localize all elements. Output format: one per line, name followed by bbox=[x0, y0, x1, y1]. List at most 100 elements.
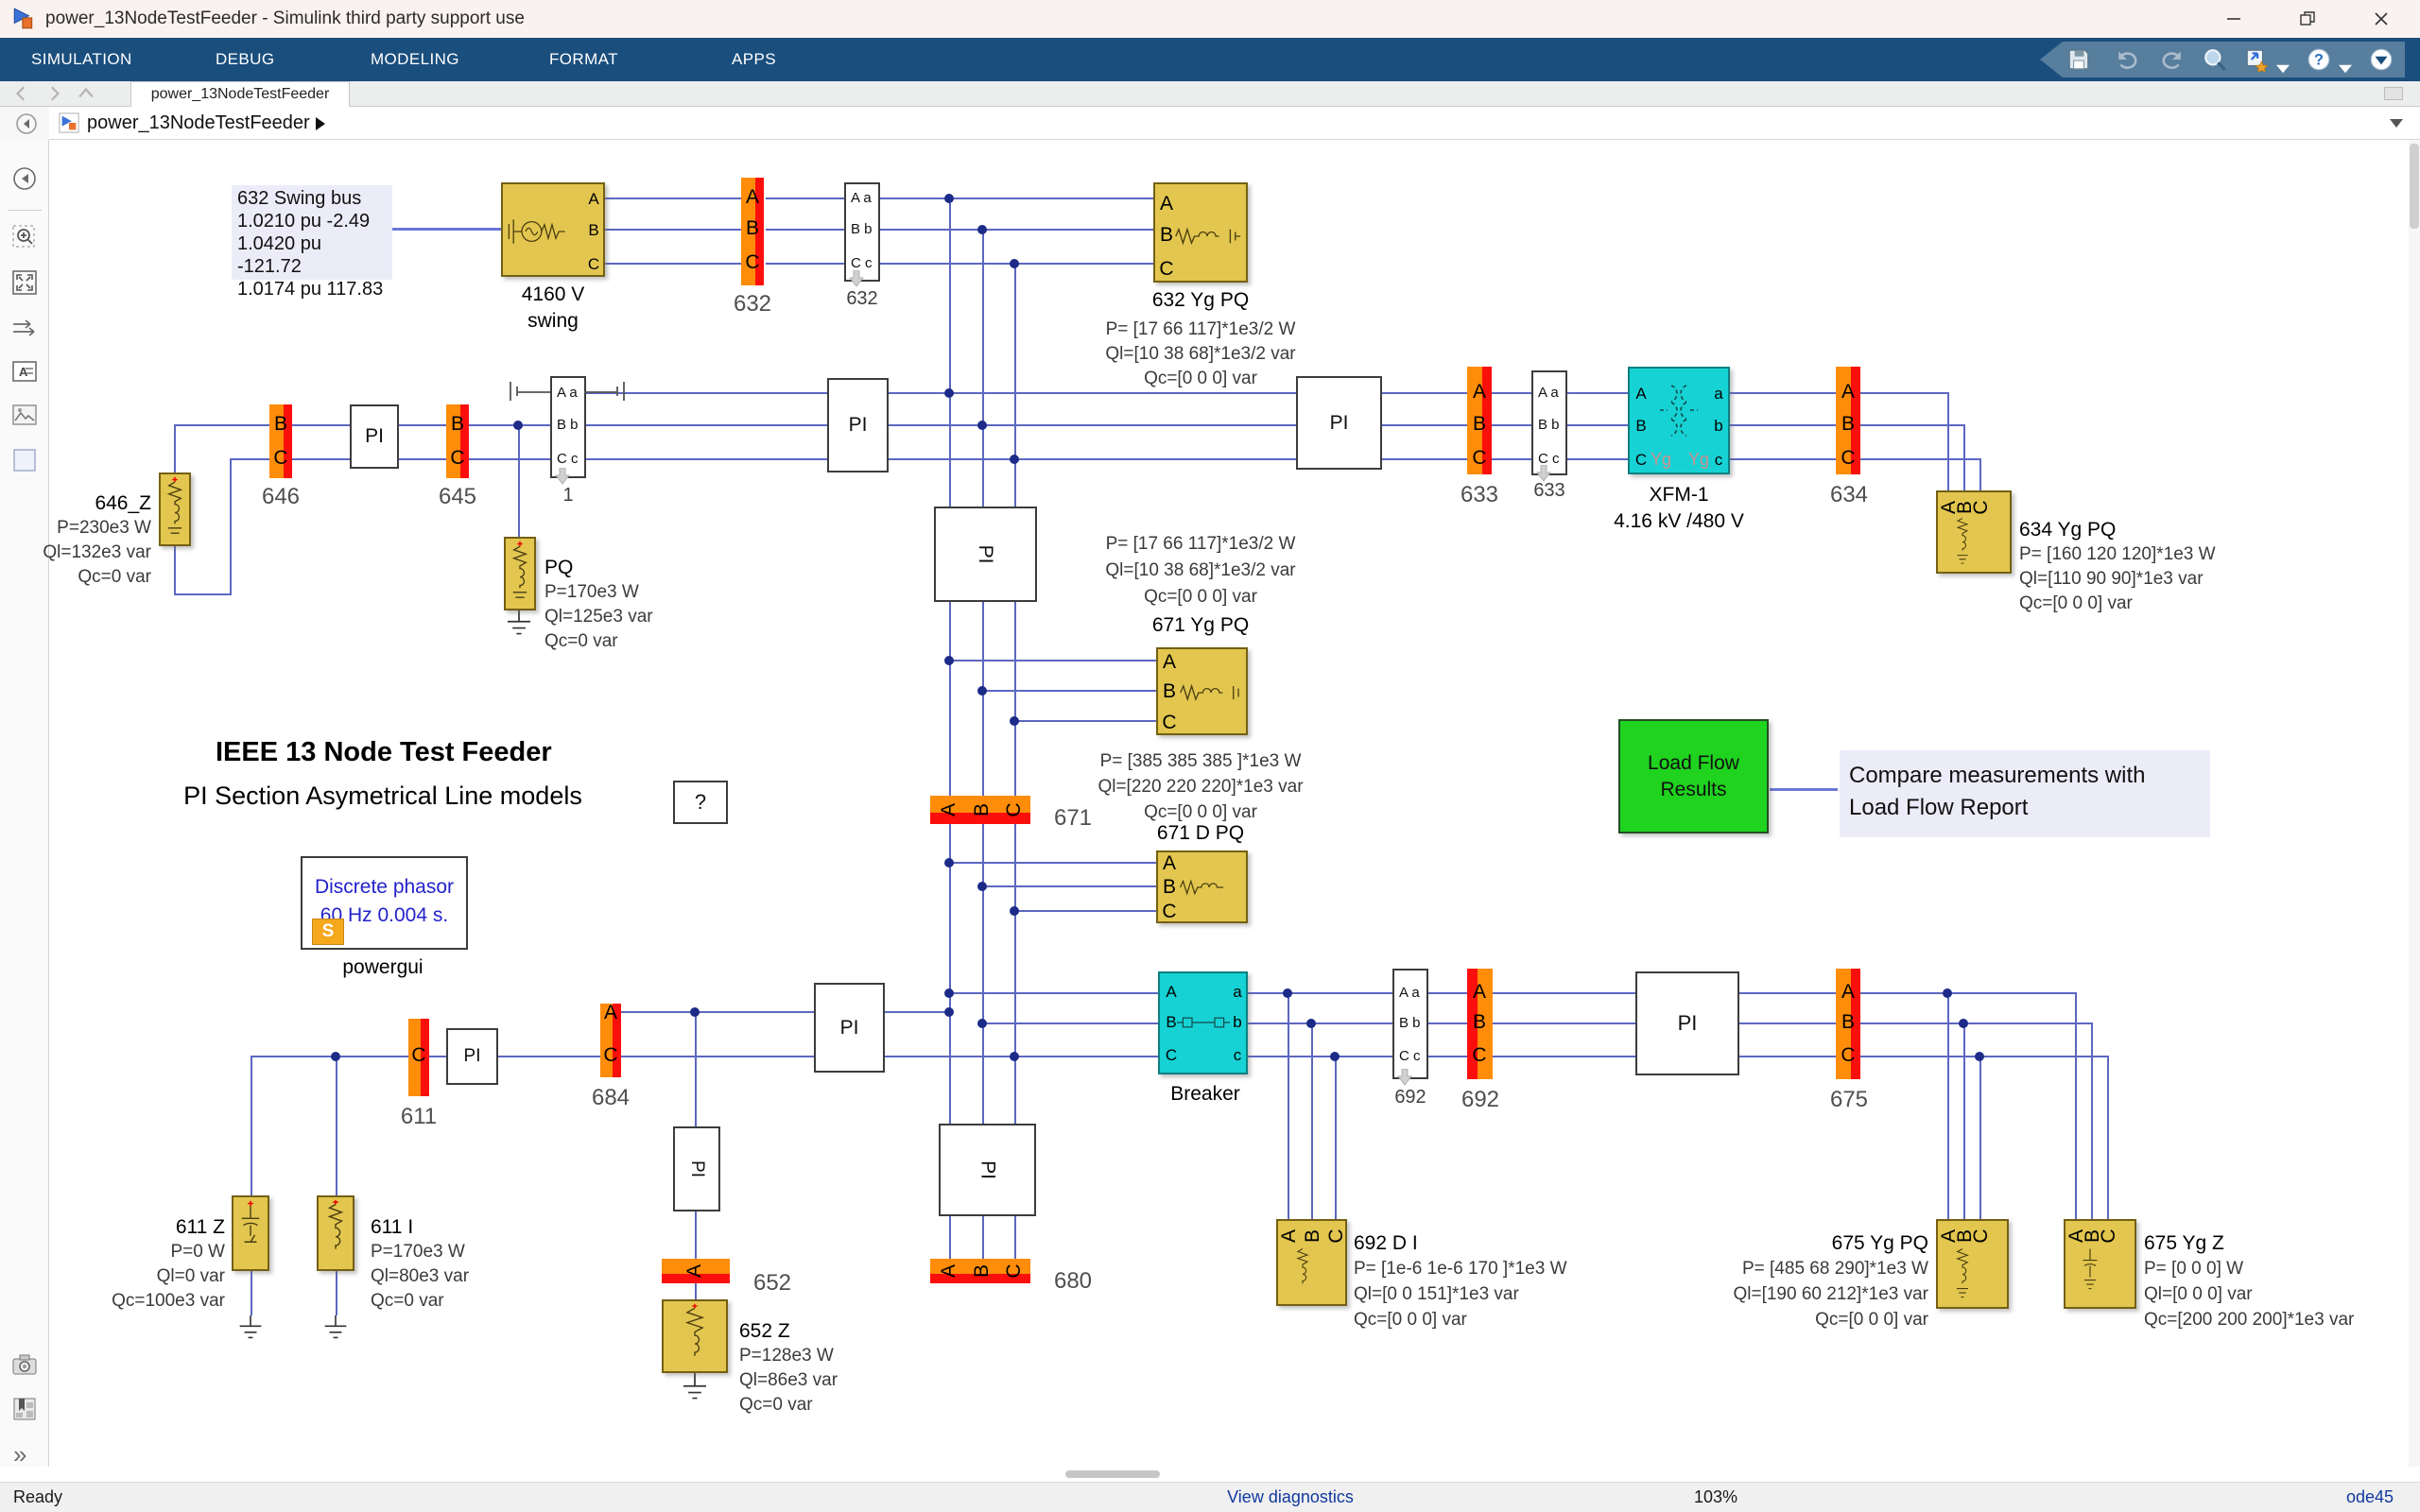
nav-up-icon[interactable] bbox=[78, 85, 95, 102]
bus-634[interactable]: A B C bbox=[1836, 367, 1860, 474]
screenshot-icon[interactable] bbox=[11, 1351, 38, 1378]
help-icon[interactable]: ? bbox=[2307, 47, 2331, 72]
search-icon[interactable] bbox=[2203, 47, 2227, 72]
block-load-611i[interactable] bbox=[317, 1195, 354, 1271]
block-load-pq[interactable] bbox=[504, 537, 536, 610]
bus-611[interactable]: C bbox=[408, 1019, 429, 1096]
block-pi-trunk-lower[interactable]: PI bbox=[939, 1124, 1036, 1216]
bus-646[interactable]: B C bbox=[269, 404, 292, 478]
block-pi-646-645[interactable]: PI bbox=[350, 404, 399, 469]
block-load-671d[interactable]: A B C bbox=[1156, 850, 1248, 923]
wire bbox=[1288, 992, 1289, 1219]
view-diagnostics-link[interactable]: View diagnostics bbox=[1227, 1487, 1354, 1506]
annotation-icon[interactable]: A bbox=[11, 358, 38, 385]
block-load-671yg[interactable]: A B C bbox=[1156, 647, 1248, 735]
bus-652[interactable]: A bbox=[662, 1259, 730, 1283]
zoom-in-icon[interactable] bbox=[11, 224, 38, 250]
help-dropdown-icon[interactable] bbox=[2339, 57, 2352, 81]
bus-633[interactable]: A B C bbox=[1467, 367, 1492, 474]
block-load-692di[interactable]: A B C bbox=[1276, 1219, 1347, 1306]
annotation-line: Compare measurements with bbox=[1849, 763, 2146, 788]
status-ready: Ready bbox=[13, 1487, 63, 1506]
signal-routing-icon[interactable] bbox=[11, 315, 38, 341]
bus-label: 692 bbox=[1461, 1087, 1500, 1112]
wire bbox=[1382, 458, 1467, 460]
minimize-ribbon-icon[interactable] bbox=[2369, 47, 2394, 72]
bus-bar-red bbox=[1467, 969, 1478, 1079]
area-box-icon[interactable] bbox=[11, 447, 38, 473]
bus-692[interactable]: A B C bbox=[1467, 969, 1493, 1079]
block-help[interactable]: ? bbox=[673, 781, 728, 824]
wire bbox=[584, 424, 827, 426]
vertical-scrollbar-thumb[interactable] bbox=[2410, 144, 2419, 229]
expand-palette-icon[interactable]: » bbox=[13, 1440, 27, 1469]
bus-684[interactable]: A C bbox=[600, 1002, 621, 1077]
measurement-block-1[interactable]: A a B b C c bbox=[550, 376, 586, 485]
bus-680[interactable]: A B C bbox=[930, 1259, 1030, 1283]
block-load-632[interactable]: A B C bbox=[1153, 182, 1248, 283]
block-pi-684-652[interactable]: PI bbox=[673, 1126, 720, 1211]
bus-632[interactable]: A B C bbox=[741, 178, 764, 285]
block-swing-source[interactable]: A B C bbox=[501, 182, 605, 277]
export-favorites-icon[interactable] bbox=[2244, 47, 2269, 72]
tab-debug[interactable]: DEBUG bbox=[216, 50, 275, 68]
undo-icon[interactable] bbox=[2116, 47, 2140, 72]
block-load-646z[interactable] bbox=[159, 472, 191, 546]
solver-link[interactable]: ode45 bbox=[2345, 1487, 2394, 1506]
load-qc: Qc=[0 0 0] var bbox=[1354, 1310, 1467, 1330]
bus-671[interactable]: A B C bbox=[930, 796, 1030, 824]
block-pi-611-684[interactable]: PI bbox=[446, 1028, 498, 1085]
tab-format[interactable]: FORMAT bbox=[549, 50, 618, 68]
rl-load-glyph bbox=[1296, 1247, 1309, 1284]
block-pi-692-675[interactable]: PI bbox=[1635, 971, 1739, 1075]
horizontal-scrollbar-thumb[interactable] bbox=[1065, 1470, 1160, 1478]
hide-browser-icon[interactable] bbox=[11, 165, 38, 192]
close-button[interactable] bbox=[2360, 4, 2403, 34]
block-load-675pq[interactable]: A B C bbox=[1936, 1219, 2009, 1309]
port-label: C bbox=[587, 255, 600, 273]
restore-button[interactable] bbox=[2286, 4, 2329, 34]
breadcrumb-dropdown-icon[interactable] bbox=[2390, 119, 2403, 128]
load-q: Ql=132e3 var bbox=[43, 542, 151, 562]
bus-bar-orange bbox=[600, 1004, 613, 1077]
block-load-flow-results[interactable]: Load Flow Results bbox=[1618, 719, 1769, 833]
fit-to-view-icon[interactable] bbox=[11, 269, 38, 296]
rl-load-glyph bbox=[1956, 1248, 1969, 1298]
block-load-634[interactable]: A B C bbox=[1936, 490, 2012, 574]
block-pi-trunk-upper[interactable]: PI bbox=[934, 507, 1037, 602]
redo-icon[interactable] bbox=[2159, 47, 2184, 72]
block-powergui[interactable]: Discrete phasor 60 Hz 0.004 s. S bbox=[301, 856, 468, 950]
bus-645[interactable]: B C bbox=[446, 404, 469, 478]
tab-simulation[interactable]: SIMULATION bbox=[31, 50, 132, 68]
breadcrumb[interactable]: power_13NodeTestFeeder bbox=[87, 112, 310, 133]
vertical-scrollbar-track[interactable] bbox=[2409, 140, 2420, 1467]
breadcrumb-bar bbox=[0, 107, 2420, 140]
save-icon[interactable] bbox=[2066, 47, 2091, 72]
breadcrumb-arrow-icon[interactable] bbox=[316, 117, 325, 130]
arrow-down-icon bbox=[1397, 1069, 1412, 1086]
image-annotation-icon[interactable] bbox=[11, 402, 38, 428]
measurement-block-692[interactable]: A a B b C c bbox=[1392, 969, 1428, 1086]
bus-675[interactable]: A B C bbox=[1836, 969, 1860, 1079]
export-dropdown-icon[interactable] bbox=[2276, 57, 2290, 81]
block-pi-632-633[interactable]: PI bbox=[1296, 376, 1382, 470]
tab-apps[interactable]: APPS bbox=[732, 50, 776, 68]
block-load-652z[interactable] bbox=[662, 1299, 728, 1373]
measurement-block-633[interactable]: A a B b C c bbox=[1531, 370, 1567, 482]
measurement-block-632[interactable]: A a B b C c bbox=[844, 182, 880, 287]
minimize-button[interactable] bbox=[2212, 4, 2256, 34]
wire bbox=[1248, 1022, 1392, 1024]
document-tab[interactable]: power_13NodeTestFeeder bbox=[130, 81, 350, 107]
block-breaker[interactable]: A B C a b c bbox=[1158, 971, 1248, 1074]
block-xfm1[interactable]: A B C a b c Yg Yg bbox=[1628, 367, 1730, 474]
tab-modeling[interactable]: MODELING bbox=[371, 50, 459, 68]
viewmarks-icon[interactable] bbox=[11, 1396, 38, 1422]
block-pi-684-trunk[interactable]: PI bbox=[814, 983, 885, 1073]
block-load-675z[interactable]: A B C bbox=[2064, 1219, 2136, 1309]
block-pi-645-trunk[interactable]: PI bbox=[827, 378, 889, 472]
nav-forward-icon[interactable] bbox=[45, 85, 62, 102]
back-to-parent-icon[interactable] bbox=[15, 112, 38, 135]
block-load-611z[interactable] bbox=[232, 1195, 269, 1271]
nav-back-icon[interactable] bbox=[13, 85, 30, 102]
tab-strip-corner-icon[interactable] bbox=[2384, 87, 2403, 100]
